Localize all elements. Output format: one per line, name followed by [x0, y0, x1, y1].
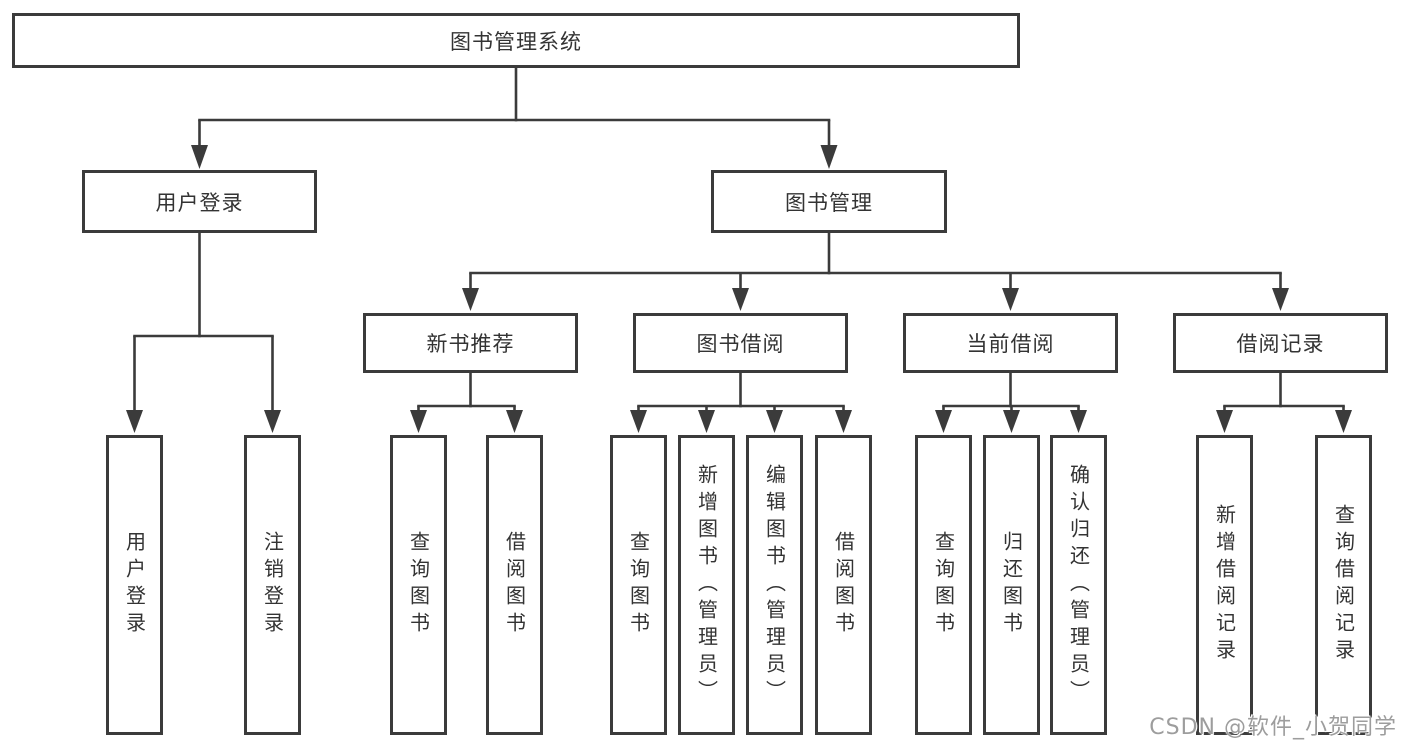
leaf-logout-label: 注销登录: [260, 531, 285, 639]
node-new-book-recommendation: 新书推荐: [363, 313, 578, 373]
leaf-query-borrow-record-label: 查询借阅记录: [1331, 504, 1356, 666]
leaf-return-books: 归还图书: [983, 435, 1040, 735]
leaf-query-borrow-record: 查询借阅记录: [1315, 435, 1372, 735]
leaf-user-login: 用户登录: [106, 435, 163, 735]
leaf-add-borrow-record-label: 新增借阅记录: [1212, 504, 1237, 666]
leaf-edit-books-admin: 编辑图书（管理员）: [746, 435, 803, 735]
csdn-watermark: CSDN @软件_小贺同学: [1149, 715, 1397, 740]
leaf-add-books-admin: 新增图书（管理员）: [678, 435, 735, 735]
leaf-logout: 注销登录: [244, 435, 301, 735]
leaf-confirm-return-admin: 确认归还（管理员）: [1050, 435, 1107, 735]
node-borrowing-records: 借阅记录: [1173, 313, 1388, 373]
leaf-return-books-label: 归还图书: [999, 531, 1024, 639]
node-user-login: 用户登录: [82, 170, 317, 233]
leaf-edit-books-admin-label: 编辑图书（管理员）: [762, 463, 787, 707]
leaf-borrow-books: 借阅图书: [815, 435, 872, 735]
leaf-query-books-borrow: 查询图书: [610, 435, 667, 735]
leaf-borrow-books-recommend-label: 借阅图书: [502, 531, 527, 639]
leaf-add-books-admin-label: 新增图书（管理员）: [694, 463, 719, 707]
leaf-confirm-return-admin-label: 确认归还（管理员）: [1066, 463, 1091, 707]
leaf-query-books-recommend: 查询图书: [390, 435, 447, 735]
leaf-query-books-current: 查询图书: [915, 435, 972, 735]
node-library-management-system: 图书管理系统: [12, 13, 1020, 68]
leaf-query-books-borrow-label: 查询图书: [626, 531, 651, 639]
node-current-borrowing: 当前借阅: [903, 313, 1118, 373]
leaf-borrow-books-recommend: 借阅图书: [486, 435, 543, 735]
leaf-add-borrow-record: 新增借阅记录: [1196, 435, 1253, 735]
leaf-borrow-books-label: 借阅图书: [831, 531, 856, 639]
leaf-query-books-recommend-label: 查询图书: [406, 531, 431, 639]
leaf-query-books-current-label: 查询图书: [931, 531, 956, 639]
node-book-management: 图书管理: [711, 170, 947, 233]
leaf-user-login-label: 用户登录: [122, 531, 147, 639]
node-book-borrowing: 图书借阅: [633, 313, 848, 373]
